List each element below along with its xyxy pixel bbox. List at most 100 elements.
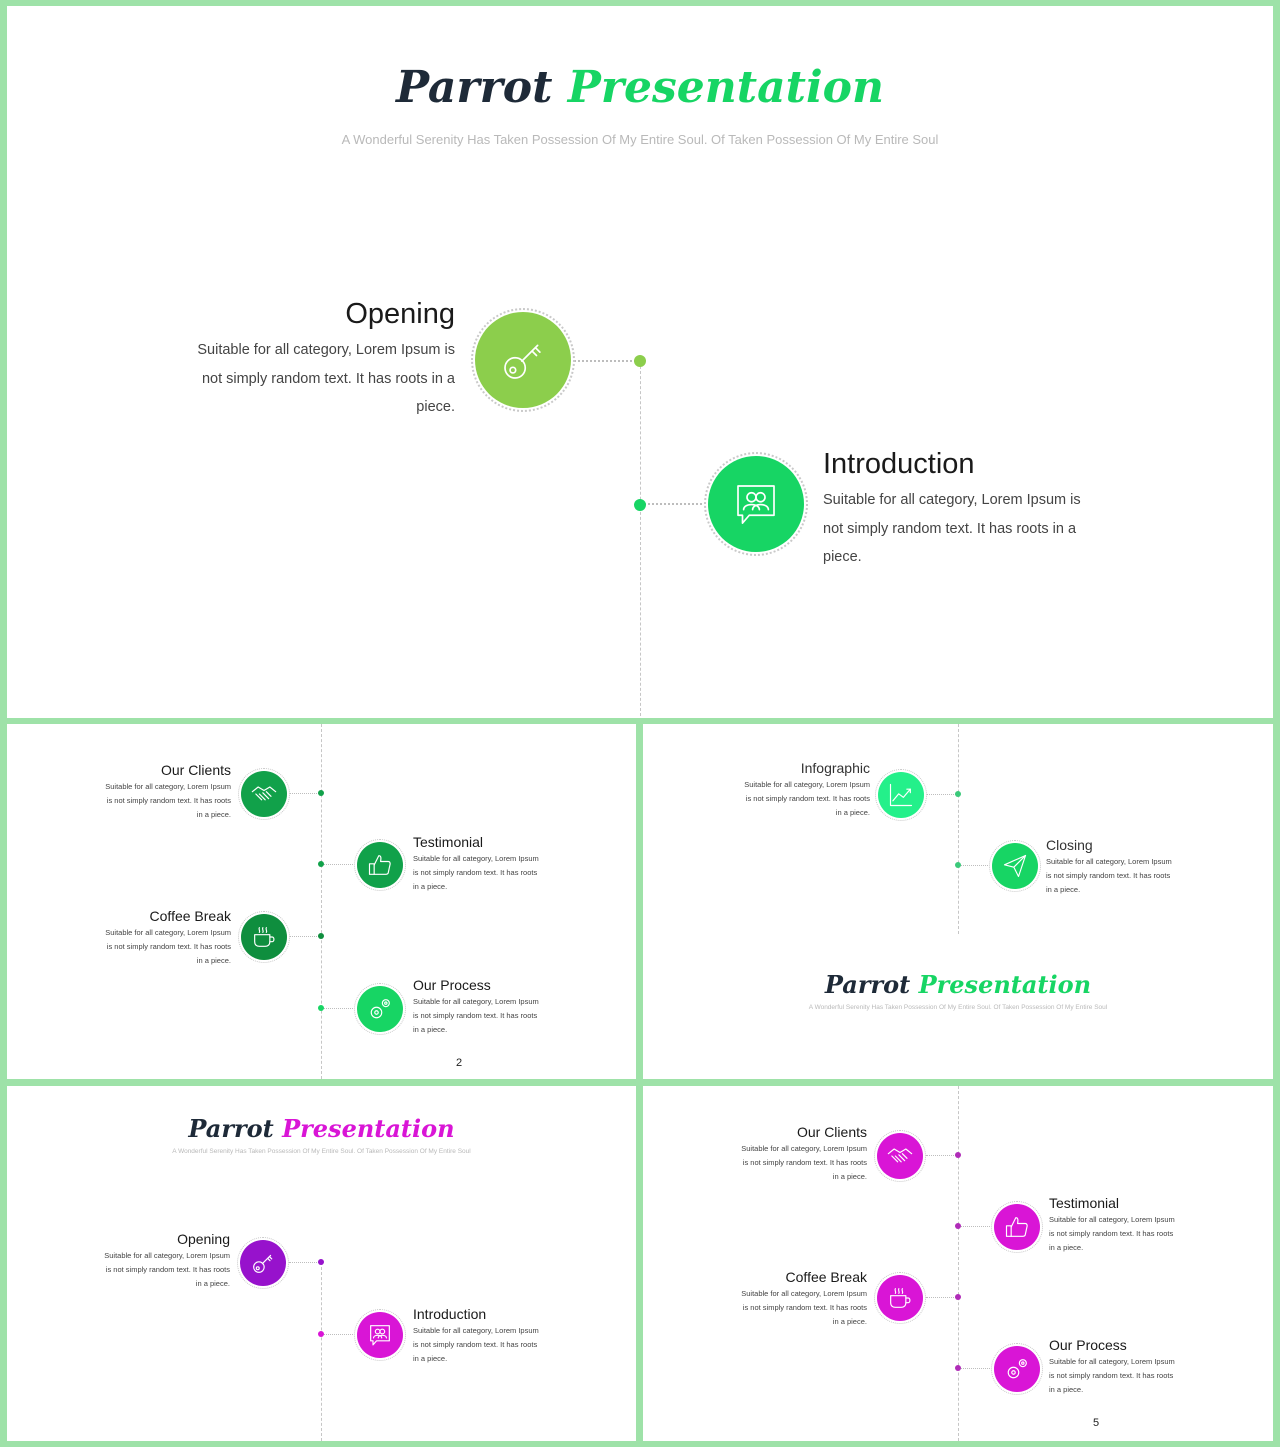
chat-users-icon xyxy=(737,485,775,524)
item-description: Suitable for all category, Lorem Ipsum i… xyxy=(1046,857,1172,894)
item-title: Our Process xyxy=(1049,1337,1127,1353)
coffee-break-text: Coffee Break Suitable for all category, … xyxy=(105,907,231,968)
introduction-icon-circle xyxy=(704,452,808,556)
icon-fill xyxy=(241,771,287,817)
title-word-parrot: Parrot xyxy=(824,970,911,999)
title-word-presentation: Presentation xyxy=(567,62,884,113)
coffee-icon xyxy=(254,927,275,947)
timeline-dot xyxy=(955,1152,961,1158)
slide-2[interactable]: Our Clients Suitable for all category, L… xyxy=(7,724,636,1079)
connector-line xyxy=(574,360,640,362)
item-description: Suitable for all category, Lorem Ipsum i… xyxy=(105,928,231,965)
our-process-text: Our Process Suitable for all category, L… xyxy=(413,976,543,1037)
connector-line xyxy=(958,1226,992,1227)
slide-title: Parrot Presentation xyxy=(7,62,1273,113)
timeline-dot xyxy=(955,1223,961,1229)
icon-fill xyxy=(994,1204,1040,1250)
our-clients-text: Our Clients Suitable for all category, L… xyxy=(105,761,231,822)
connector-line xyxy=(289,1262,321,1263)
timeline-dot xyxy=(318,1259,324,1265)
our-process-icon-circle xyxy=(354,983,406,1035)
coffee-break-icon-circle xyxy=(874,1272,926,1324)
testimonial-text: Testimonial Suitable for all category, L… xyxy=(413,833,543,894)
item-title: Our Clients xyxy=(160,762,231,778)
item-description: Suitable for all category, Lorem Ipsum i… xyxy=(197,342,455,415)
icon-fill xyxy=(357,1312,403,1358)
title-word-presentation: Presentation xyxy=(918,970,1092,999)
connector-line xyxy=(321,1008,355,1009)
icon-fill xyxy=(877,1275,923,1321)
closing-icon-circle xyxy=(989,840,1041,892)
slide-title: Parrot Presentation xyxy=(7,1114,636,1143)
handshake-icon xyxy=(251,786,277,801)
page-number: 2 xyxy=(456,1057,463,1069)
icon-fill xyxy=(357,842,403,888)
item-description: Suitable for all category, Lorem Ipsum i… xyxy=(1049,1215,1175,1252)
connector-line xyxy=(926,1155,958,1156)
item-description: Suitable for all category, Lorem Ipsum i… xyxy=(1049,1357,1175,1394)
item-description: Suitable for all category, Lorem Ipsum i… xyxy=(104,1251,230,1288)
slide-1[interactable]: Parrot Presentation A Wonderful Serenity… xyxy=(7,6,1273,718)
item-description: Suitable for all category, Lorem Ipsum i… xyxy=(105,782,231,819)
title-word-parrot: Parrot xyxy=(395,62,553,113)
closing-text: Closing Suitable for all category, Lorem… xyxy=(1046,836,1176,897)
item-description: Suitable for all category, Lorem Ipsum i… xyxy=(741,1289,867,1326)
slide-3[interactable]: Infographic Suitable for all category, L… xyxy=(643,724,1273,1079)
coffee-break-text: Coffee Break Suitable for all category, … xyxy=(741,1268,867,1329)
timeline-line xyxy=(321,1262,322,1441)
item-title: Coffee Break xyxy=(149,908,231,924)
item-title: Coffee Break xyxy=(785,1269,867,1285)
coffee-break-icon-circle xyxy=(238,911,290,963)
item-description: Suitable for all category, Lorem Ipsum i… xyxy=(744,780,870,817)
opening-icon-circle xyxy=(237,1237,289,1289)
testimonial-icon-circle xyxy=(354,839,406,891)
item-description: Suitable for all category, Lorem Ipsum i… xyxy=(741,1144,867,1181)
item-description: Suitable for all category, Lorem Ipsum i… xyxy=(823,492,1081,565)
page-number: 5 xyxy=(1093,1417,1100,1429)
infographic-text: Infographic Suitable for all category, L… xyxy=(743,759,870,820)
timeline-line xyxy=(321,724,322,1079)
coffee-icon xyxy=(890,1288,911,1308)
item-title: Introduction xyxy=(823,448,975,480)
our-clients-icon-circle xyxy=(238,768,290,820)
timeline-dot xyxy=(634,355,646,367)
timeline-dot xyxy=(318,861,324,867)
icon-fill xyxy=(475,312,571,408)
item-title: Our Clients xyxy=(796,1124,867,1140)
icon-fill xyxy=(994,1346,1040,1392)
connector-line xyxy=(289,793,321,794)
timeline-dot xyxy=(955,1365,961,1371)
title-word-parrot: Parrot xyxy=(188,1114,274,1143)
timeline-dot xyxy=(955,862,961,868)
thumbs-up-icon xyxy=(1005,1217,1028,1237)
item-title: Opening xyxy=(177,1231,230,1247)
icon-fill xyxy=(878,772,924,818)
slide-4[interactable]: Parrot Presentation A Wonderful Serenity… xyxy=(7,1086,636,1441)
gears-icon xyxy=(1007,1359,1027,1379)
testimonial-text: Testimonial Suitable for all category, L… xyxy=(1049,1194,1179,1255)
item-title: Testimonial xyxy=(413,834,484,850)
slide-title: Parrot Presentation xyxy=(643,970,1273,999)
gears-icon xyxy=(370,999,390,1019)
our-clients-text: Our Clients Suitable for all category, L… xyxy=(741,1123,867,1184)
testimonial-icon-circle xyxy=(991,1201,1043,1253)
connector-line xyxy=(640,503,706,505)
introduction-text: Introduction Suitable for all category, … xyxy=(823,446,1083,572)
slide-subtitle: A Wonderful Serenity Has Taken Possessio… xyxy=(341,132,939,147)
timeline-dot xyxy=(318,790,324,796)
timeline-line xyxy=(958,1086,959,1441)
handshake-icon xyxy=(887,1148,913,1163)
slide-5[interactable]: Our Clients Suitable for all category, L… xyxy=(643,1086,1273,1441)
timeline-dot xyxy=(955,791,961,797)
timeline-dot xyxy=(318,1005,324,1011)
connector-line xyxy=(321,1334,355,1335)
icon-fill xyxy=(241,914,287,960)
timeline-dot xyxy=(318,933,324,939)
item-title: Closing xyxy=(1046,837,1093,853)
opening-text: Opening Suitable for all category, Lorem… xyxy=(187,296,455,422)
item-title: Opening xyxy=(345,298,455,330)
opening-text: Opening Suitable for all category, Lorem… xyxy=(104,1230,230,1291)
timeline-dot xyxy=(318,1331,324,1337)
introduction-text: Introduction Suitable for all category, … xyxy=(413,1305,543,1366)
connector-line xyxy=(289,936,321,937)
